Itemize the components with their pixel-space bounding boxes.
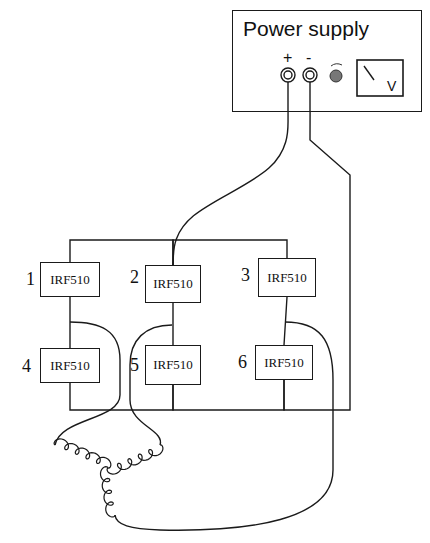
callout-number: 5 [130,356,139,374]
mosfet-box: IRF510 [40,262,100,297]
meter-needle [364,66,374,80]
mosfet-box: IRF510 [255,345,313,380]
part-number: IRF510 [153,276,193,292]
terminal [303,68,317,82]
meter-unit: V [387,79,396,93]
coil-winding [107,445,163,474]
callout-number: 2 [130,268,139,286]
part-number: IRF510 [264,355,304,371]
wire [172,303,173,345]
panel-title: Power supply [243,17,369,41]
motor-coils [54,439,163,517]
wire [69,297,70,348]
knob-arrow [331,64,342,66]
part-number: IRF510 [153,357,193,373]
part-number: IRF510 [50,358,90,374]
mosfet-box: IRF510 [258,258,316,297]
part-number: IRF510 [50,272,90,288]
terminal [284,71,292,79]
callout-number: 6 [238,353,247,371]
wire [287,82,288,112]
phase-wire [55,322,120,445]
coil-winding [54,439,111,468]
callout-number: 1 [26,270,35,288]
wire [284,297,287,345]
power-supply-box: Power supply [232,10,422,112]
wire [70,383,173,410]
terminal-sign: - [306,50,311,66]
part-number: IRF510 [267,270,307,286]
mosfet-box: IRF510 [145,345,201,385]
mosfet-box: IRF510 [145,265,201,303]
terminal-sign: + [283,50,292,66]
knob [330,70,342,82]
phase-wire [130,325,172,445]
terminal [306,71,314,79]
callout-number: 3 [241,266,250,284]
coil-winding [101,467,115,517]
mosfet-box: IRF510 [40,348,100,383]
callout-number: 4 [22,357,31,375]
meter [357,60,403,96]
wire [309,82,310,112]
terminal [281,68,295,82]
phase-wire [115,322,333,530]
wire [173,112,288,265]
